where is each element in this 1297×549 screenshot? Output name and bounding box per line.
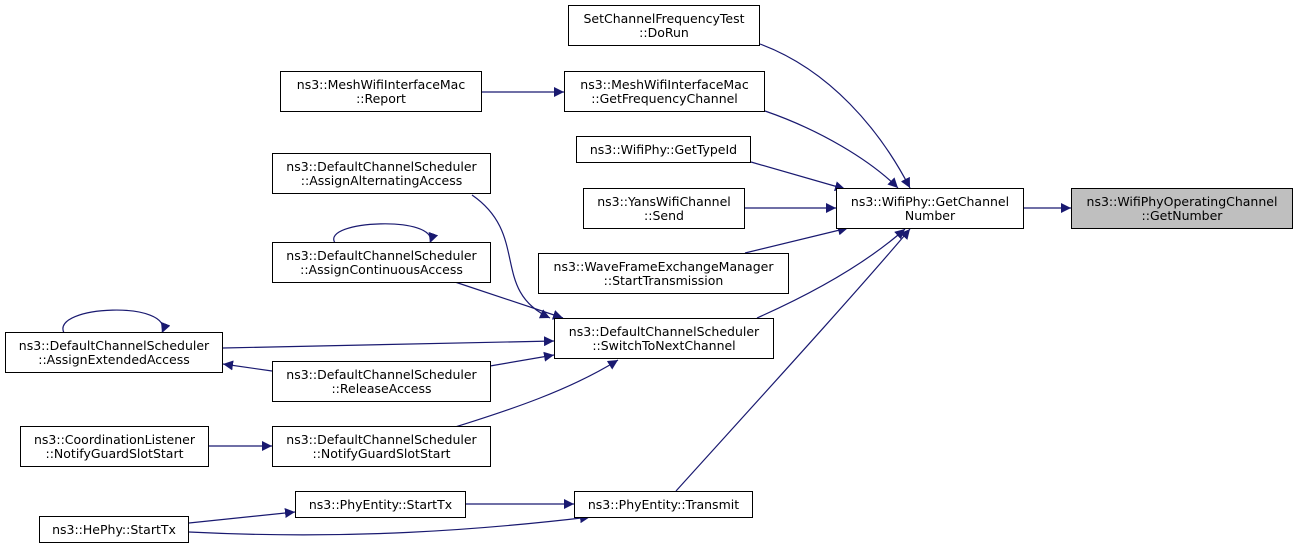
edge-switchnext-getchannelnumber [756,228,906,319]
node-wifiphy-getchannelnumber[interactable]: ns3::WifiPhy::GetChannel Number [836,188,1024,229]
edge-assignalt-switchnext [471,194,551,319]
node-defaultchannelscheduler-assignextendedaccess[interactable]: ns3::DefaultChannelScheduler ::AssignExt… [5,332,223,373]
edge-assigncont-self [333,223,439,244]
node-waveframeexchangemanager-starttransmission[interactable]: ns3::WaveFrameExchangeManager ::StartTra… [538,253,789,294]
node-wifiphy-gettypeid[interactable]: ns3::WifiPhy::GetTypeId [576,136,751,163]
node-meshwifiinterfacemac-getfrequencychannel[interactable]: ns3::MeshWifiInterfaceMac ::GetFrequency… [564,71,765,112]
edge-transmit-getchannelnumber [675,228,911,492]
edge-notifyguard-switchnext [451,359,619,429]
node-defaultchannelscheduler-assignalternatingaccess[interactable]: ns3::DefaultChannelScheduler ::AssignAlt… [272,153,491,194]
edge-wavestart-getchannelnumber [744,225,849,254]
edge-setchanfreq-getchannelnumber [759,43,911,189]
node-defaultchannelscheduler-assigncontinuousaccess[interactable]: ns3::DefaultChannelScheduler ::AssignCon… [272,242,491,283]
node-phyentity-transmit[interactable]: ns3::PhyEntity::Transmit [574,491,753,518]
edge-release-switchnext [489,351,555,367]
edge-assignext-self [62,309,171,334]
node-wifiphyoperatingchannel-getnumber: ns3::WifiPhyOperatingChannel ::GetNumber [1071,188,1293,229]
node-yanswifichannel-send[interactable]: ns3::YansWifiChannel ::Send [583,188,745,229]
node-defaultchannelscheduler-releaseaccess[interactable]: ns3::DefaultChannelScheduler ::ReleaseAc… [272,361,491,402]
node-defaultchannelscheduler-notifyguardslotstart[interactable]: ns3::DefaultChannelScheduler ::NotifyGua… [272,426,491,467]
node-meshwifiinterfacemac-report[interactable]: ns3::MeshWifiInterfaceMac ::Report [280,71,482,112]
node-hephy-starttx[interactable]: ns3::HePhy::StartTx [39,516,189,543]
edge-gettypeid-getchannelnumber [750,161,846,192]
edge-release-assignext [222,360,273,372]
edge-meshgetfreq-getchannelnumber [764,110,899,189]
edge-hestarttx-transmit [188,513,591,536]
edge-assigncont-switchnext [454,281,564,320]
edge-assignext-switchnext [222,336,555,349]
node-setchannelfrequencytest-dorun[interactable]: SetChannelFrequencyTest ::DoRun [568,5,760,46]
node-phyentity-starttx[interactable]: ns3::PhyEntity::StartTx [295,491,466,518]
node-coordinationlistener-notifyguardslotstart[interactable]: ns3::CoordinationListener ::NotifyGuardS… [20,426,209,467]
edge-hestarttx-phystarttx [188,508,296,524]
node-defaultchannelscheduler-switchtonextchannel[interactable]: ns3::DefaultChannelScheduler ::SwitchToN… [554,318,774,359]
